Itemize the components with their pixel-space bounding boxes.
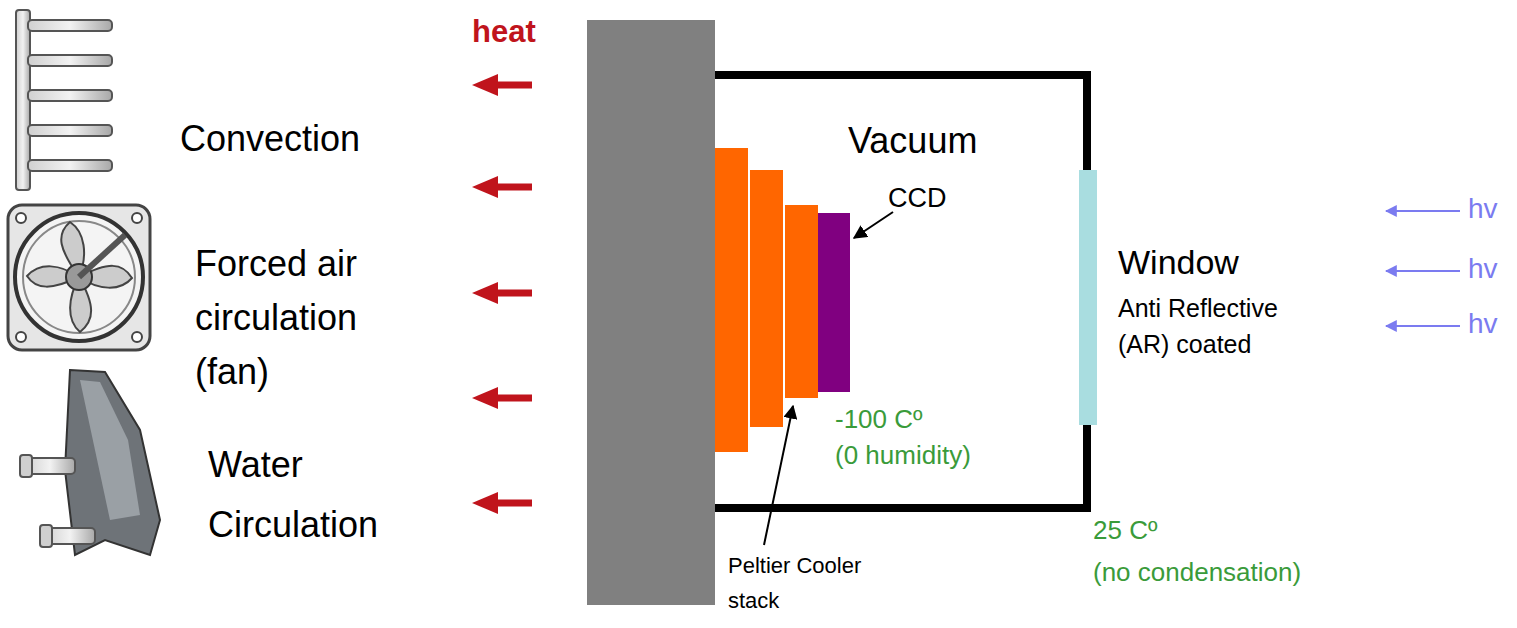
part-label: CCD xyxy=(888,183,947,214)
method-label: Convection xyxy=(180,118,360,159)
heatsink-icon xyxy=(16,10,112,190)
fan-icon xyxy=(8,205,150,350)
temperature-label: 25 Cº xyxy=(1093,516,1157,546)
method-label: Forced air circulation (fan) xyxy=(195,237,435,399)
photon-label: hv xyxy=(1468,308,1498,340)
part-label: Peltier Cooler stack xyxy=(728,548,862,618)
water-block-icon xyxy=(20,370,160,555)
photon-label: hv xyxy=(1468,193,1498,225)
heat-label: heat xyxy=(472,14,536,50)
heat-spreader-block xyxy=(587,20,715,605)
part-label: Window xyxy=(1118,243,1239,282)
note-label: Anti Reflective (AR) coated xyxy=(1118,290,1328,362)
ar-coated-window xyxy=(1079,170,1097,425)
method-label: Water Circulation xyxy=(208,435,428,555)
photon-label: hv xyxy=(1468,253,1498,285)
temperature-label: -100 Cº xyxy=(835,405,923,435)
region-label: Vacuum xyxy=(848,120,977,161)
ccd-leader xyxy=(854,212,893,238)
ccd-sensor xyxy=(818,213,850,392)
peltier-leader xyxy=(764,406,793,545)
heat-arrows xyxy=(472,74,532,514)
note-label: (no condensation) xyxy=(1093,558,1301,588)
photon-arrows xyxy=(1386,211,1460,326)
note-label: (0 humidity) xyxy=(835,441,971,471)
peltier-cooler-stack xyxy=(715,148,818,452)
vacuum-chamber-housing xyxy=(715,75,1087,508)
